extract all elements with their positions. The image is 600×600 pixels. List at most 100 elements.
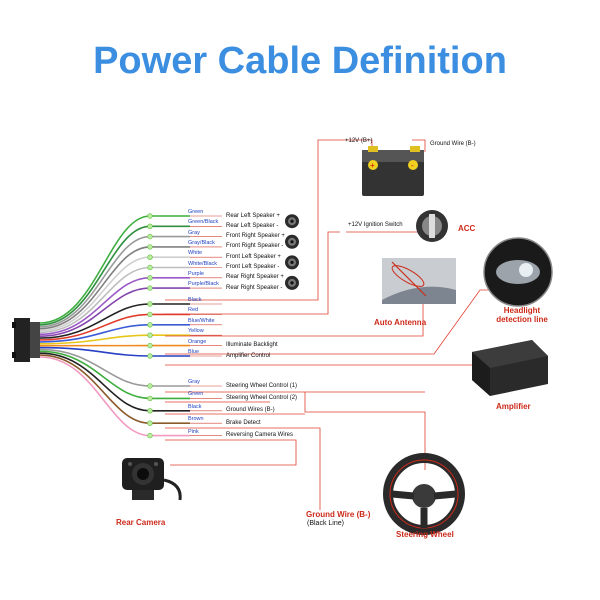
wire-function-label: Rear Left Speaker - <box>226 222 279 229</box>
wire-terminal <box>147 301 153 307</box>
wire-gray-black <box>39 246 190 330</box>
wire-function-label: Steering Wheel Control (1) <box>226 382 298 389</box>
wire-color-label: Black <box>188 297 202 303</box>
rear-camera-icon <box>122 458 182 501</box>
wire-color-label: Gray/Black <box>188 239 215 246</box>
wire-terminal <box>147 332 153 338</box>
wire-terminal <box>147 223 153 230</box>
steering-wheel-icon <box>383 453 465 535</box>
wire-function-label: Brake Detect <box>226 419 261 426</box>
svg-text:+: + <box>370 161 375 170</box>
leader-lines <box>165 139 495 510</box>
speaker-icon <box>285 255 299 270</box>
steering-wheel-label: Steering Wheel <box>396 530 454 539</box>
page-title: Power Cable Definition <box>93 40 507 82</box>
wire-color-label: Gray <box>188 379 200 385</box>
wire-color-label: Pink <box>188 428 199 435</box>
wire-terminal <box>147 420 153 426</box>
wire-function-label: Amplifier Control <box>226 352 271 359</box>
wire-terminal <box>147 244 153 250</box>
wire-function-label: Rear Right Speaker + <box>226 274 284 281</box>
ground-black-label-2: (Black Line) <box>307 520 344 527</box>
acc-label: ACC <box>458 224 476 233</box>
headlight-icon <box>483 237 553 307</box>
speaker-icon <box>285 214 299 229</box>
connector-plug-icon <box>12 318 40 362</box>
wire-terminal <box>147 275 153 281</box>
ignition-label: +12V Ignition Switch <box>348 222 403 228</box>
wire-white <box>39 256 190 332</box>
speaker-icon <box>285 275 299 290</box>
wire-terminal <box>147 233 153 240</box>
wire-terminal <box>147 285 153 291</box>
ignition-key-icon <box>416 210 448 242</box>
wire-terminal <box>147 213 153 219</box>
wire-green <box>39 350 190 400</box>
wire-green <box>39 215 190 324</box>
speaker-icon <box>285 234 299 249</box>
wire-color-label: Purple/Black <box>188 281 219 288</box>
wire-color-label: Brown <box>188 416 204 423</box>
amplifier-label: Amplifier <box>496 402 531 411</box>
wire-color-label: Green <box>188 209 204 215</box>
amplifier-icon <box>472 340 548 396</box>
wire-color-label: Green/Black <box>188 219 219 226</box>
wire-function-label: Ground Wires (B-) <box>226 407 275 414</box>
antenna-icon <box>382 258 456 304</box>
wire-brown <box>39 354 190 424</box>
battery-positive-label: +12V (B+) <box>345 138 373 144</box>
wire-terminal <box>147 254 153 260</box>
wire-purple-black <box>39 287 190 337</box>
wire-function-label: Rear Left Speaker + <box>226 212 280 219</box>
wire-function-label: Illuminate Backlight <box>226 342 278 349</box>
wire-color-label: Yellow <box>188 328 204 335</box>
rear-camera-label: Rear Camera <box>116 518 166 527</box>
wire-function-label: Rear Right Speaker - <box>226 284 283 291</box>
wire-blue-white <box>39 324 190 343</box>
wire-terminal <box>147 383 153 389</box>
wire-color-label: Blue/White <box>188 317 215 324</box>
wire-color-label: Blue <box>188 349 200 355</box>
wire-color-label: Black <box>188 403 202 410</box>
wire-color-label: Purple <box>188 270 204 277</box>
wire-function-label: Front Right Speaker - <box>226 243 284 250</box>
wire-yellow <box>39 334 190 345</box>
wire-function-label: Steering Wheel Control (2) <box>226 394 298 401</box>
wire-white-black <box>39 266 190 334</box>
wire-red <box>39 313 190 341</box>
battery-icon: + - <box>362 146 424 196</box>
svg-text:-: - <box>411 161 414 170</box>
wire-black <box>39 303 190 339</box>
wire-color-label: Green <box>188 391 204 398</box>
wire-terminal <box>147 264 153 271</box>
wire-function-label: Front Right Speaker + <box>226 233 285 240</box>
wire-terminal <box>147 395 153 402</box>
wire-gray <box>39 348 190 387</box>
wire-purple <box>39 277 190 336</box>
wire-blue <box>39 346 190 357</box>
wire-color-label: White/Black <box>188 260 218 267</box>
wire-color-label: Red <box>188 307 199 314</box>
ground-black-label-1: Ground Wire (B-) <box>306 510 371 519</box>
wire-function-label: Front Left Speaker + <box>226 253 281 260</box>
wire-black <box>39 352 190 412</box>
wire-terminal <box>147 311 153 318</box>
wire-function-label: Front Left Speaker - <box>226 264 280 270</box>
battery-ground-label: Ground Wire (B-) <box>430 141 476 147</box>
wire-terminal <box>147 432 153 439</box>
wire-pink <box>39 356 190 437</box>
wire-green-black <box>39 225 190 326</box>
headlight-label: Headlight detection line <box>496 306 548 324</box>
wire-color-label: Orange <box>188 338 207 345</box>
wire-color-label: White <box>188 250 203 257</box>
wire-function-label: Reversing Camera Wires <box>226 432 294 439</box>
antenna-label: Auto Antenna <box>374 318 427 327</box>
wire-terminal <box>147 322 153 328</box>
wire-terminal <box>147 408 153 414</box>
wire-color-label: Gray <box>188 229 200 236</box>
wire-bundle <box>39 213 299 439</box>
wire-terminal <box>147 353 153 359</box>
wire-terminal <box>147 342 153 349</box>
